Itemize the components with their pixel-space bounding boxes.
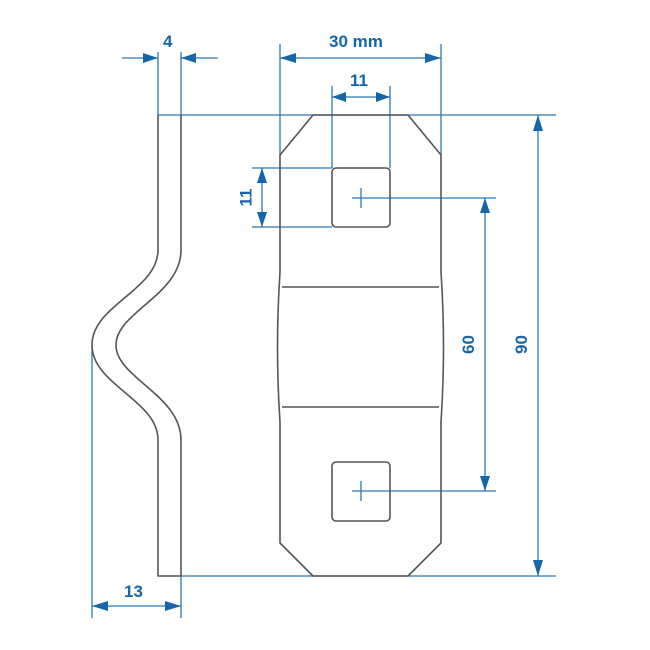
dimension-lines	[91, 44, 556, 618]
offset-label: 13	[124, 582, 143, 601]
length-label: 90	[511, 335, 531, 354]
dimension-arrows	[92, 53, 543, 611]
width-label: 30 mm	[329, 32, 383, 51]
side-profile	[91, 115, 182, 577]
thickness-label: 4	[163, 32, 173, 51]
front-view-plate	[276, 114, 445, 577]
hole-height-label: 11	[236, 188, 256, 207]
top-square-hole	[331, 167, 391, 228]
hole-width-label: 11	[350, 71, 368, 90]
hole-spacing-label: 60	[458, 335, 478, 354]
bottom-square-hole	[331, 461, 391, 522]
